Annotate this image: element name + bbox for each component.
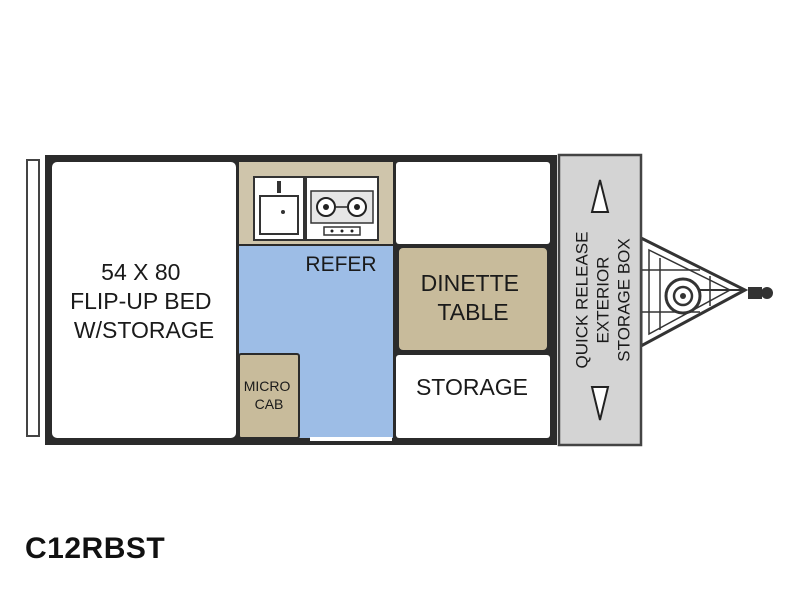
bed-label-line3: W/STORAGE: [74, 317, 214, 343]
dinette-line1: DINETTE: [421, 270, 519, 296]
rear-door: [26, 159, 40, 437]
sink-icon: [253, 176, 305, 241]
dinette-table: [397, 246, 549, 352]
storage-box-line1: QUICK RELEASE: [573, 232, 592, 369]
storage-area: [396, 355, 550, 438]
spare-tire-icon: [664, 277, 702, 315]
dinette-label: DINETTE TABLE: [421, 270, 526, 325]
bed-label-line1: 54 X 80: [101, 259, 180, 285]
seat-top: [396, 162, 550, 244]
refer-label: REFER: [305, 253, 376, 276]
bed-label: 54 X 80 FLIP-UP BED W/STORAGE: [70, 259, 218, 343]
micro-cab-line1: MICRO: [244, 378, 291, 394]
arrow-up-icon: [590, 179, 610, 213]
micro-cab-label: MICRO CAB: [244, 378, 295, 412]
micro-cab-line2: CAB: [255, 396, 284, 412]
bed-area: [52, 162, 236, 438]
storage-box-line3: STORAGE BOX: [615, 238, 634, 361]
bed-label-line2: FLIP-UP BED: [70, 288, 211, 314]
hitch-icon: [748, 287, 773, 299]
storage-box-line2: EXTERIOR: [594, 257, 613, 344]
stove-icon: [305, 176, 379, 241]
model-name: C12RBST: [25, 532, 166, 565]
entry-door: [310, 437, 392, 441]
arrow-down-icon: [590, 386, 610, 421]
micro-cab: [238, 353, 300, 439]
storage-label: STORAGE: [416, 374, 528, 400]
floorplan-diagram: 54 X 80 FLIP-UP BED W/STORAGE REFER MICR…: [26, 153, 773, 447]
storage-box-label: QUICK RELEASE EXTERIOR STORAGE BOX: [573, 232, 634, 369]
dinette-line2: TABLE: [437, 299, 508, 325]
